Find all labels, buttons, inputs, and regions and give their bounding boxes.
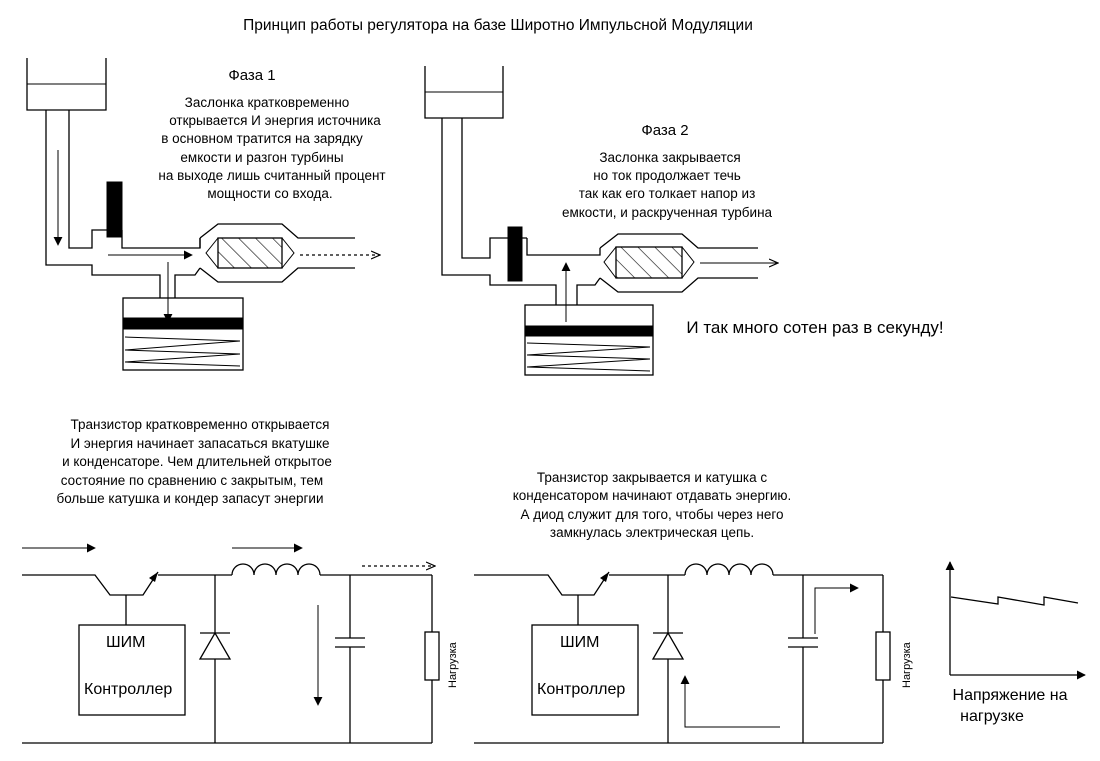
phase2-accumulator [524,304,654,376]
circuit2-transistor [474,571,610,596]
circuit2-capacitor [788,575,818,743]
circuit1-line-4: состояние по сравнению с закрытым, тем [61,473,323,488]
circuit2-controller-box [531,624,639,716]
circuit2-line-3: А диод служит для того, чтобы через него [520,507,783,522]
phase2-line-3: так как его толкает напор из [579,186,756,201]
circuit1-line-2: И энергия начинает запасаться вкатушке [70,436,329,451]
circuit1-transistor-emitter-arrow [149,572,158,582]
circuit1-diode [198,575,232,743]
voltage-graph-caption-line2: нагрузке [960,708,1024,725]
circuit2-pwm-label: ШИМ [560,634,600,651]
circuit1-line-1: Транзистор кратковременно открывается [71,417,330,432]
diagram-title: Принцип работы регулятора на базе Широтн… [243,17,753,34]
phase1-heading: Фаза 1 [228,67,275,84]
circuit2-transistor-emitter-arrow [600,572,609,582]
phase2-source-tank [424,66,504,119]
circuit1-load-resistor [424,575,440,743]
phase2-hydraulic-drawing [424,66,778,376]
circuit2-inductor [684,563,774,576]
phase1-line-2: открывается И энергия источника [169,113,381,128]
phase1-hydraulic-drawing [26,58,380,371]
circuit2-load-label: Нагрузка [901,641,913,688]
phase2-line-1: Заслонка закрывается [599,150,740,165]
circuit2-current-loop-arrow [680,675,780,728]
repeat-note: И так много сотен раз в секунду! [686,318,943,337]
circuit1-controller-label: Контроллер [84,681,172,698]
phase1-turbine [205,237,295,269]
phase1-valve-housing [121,230,201,249]
circuit2-controller-label: Контроллер [537,681,625,698]
voltage-graph-caption-line1: Напряжение на [953,687,1068,704]
circuit2-line-2: конденсатором начинают отдавать энергию. [513,488,792,503]
phase2-inlet-pipe [441,118,527,286]
phase1-accumulator [122,297,244,371]
phase2-turbine [603,246,695,279]
phase1-line-5: на выходе лишь считанный процент [158,168,385,183]
circuit1-inductor [231,563,321,576]
voltage-graph [945,561,1086,680]
phase2-inlet-pipe-inner [461,118,527,259]
circuit1-load-label: Нагрузка [447,641,459,688]
phase1-valve-gate [106,181,123,238]
phase1-line-3: в основном тратится на зарядку [161,131,363,146]
circuit1-capacitor [335,575,365,743]
circuit2-line-1: Транзистор закрывается и катушка с [537,470,768,485]
phase1-inlet-pipe-inner [68,110,122,249]
phase2-heading: Фаза 2 [641,122,688,139]
circuit1-controller-box [78,624,186,716]
phase2-line-2: но ток продолжает течь [593,168,741,183]
phase2-valve-housing [526,238,601,256]
circuit2-schematic: ШИМ Контроллер Нагрузка [474,563,913,744]
circuit1-line-3: и конденсаторе. Чем длительней открытое [62,454,332,469]
circuit1-schematic: ШИМ Контроллер Нагрузка [22,543,459,744]
circuit2-diode [651,575,685,743]
phase2-turbine-housing [599,233,758,293]
phase1-inlet-pipe [45,110,122,276]
phase1-source-tank [26,58,107,111]
circuit2-line-4: замкнулась электрическая цепь. [550,525,754,540]
circuit1-line-5: больше катушка и кондер запасут энергии [56,491,323,506]
circuit2-load-resistor [875,575,891,743]
phase1-turbine-housing [199,223,355,283]
phase1-line-1: Заслонка кратковременно [185,95,350,110]
phase2-valve-gate [507,226,523,282]
phase2-line-4: емкости, и раскрученная турбина [562,205,773,220]
phase1-line-6: мощности со входа. [207,186,332,201]
circuit1-pwm-label: ШИМ [106,634,146,651]
voltage-ripple-line [950,596,1079,606]
phase1-line-4: емкости и разгон турбины [180,150,343,165]
circuit2-capacitor-discharge-arrow [814,583,859,634]
circuit1-transistor [22,571,159,596]
